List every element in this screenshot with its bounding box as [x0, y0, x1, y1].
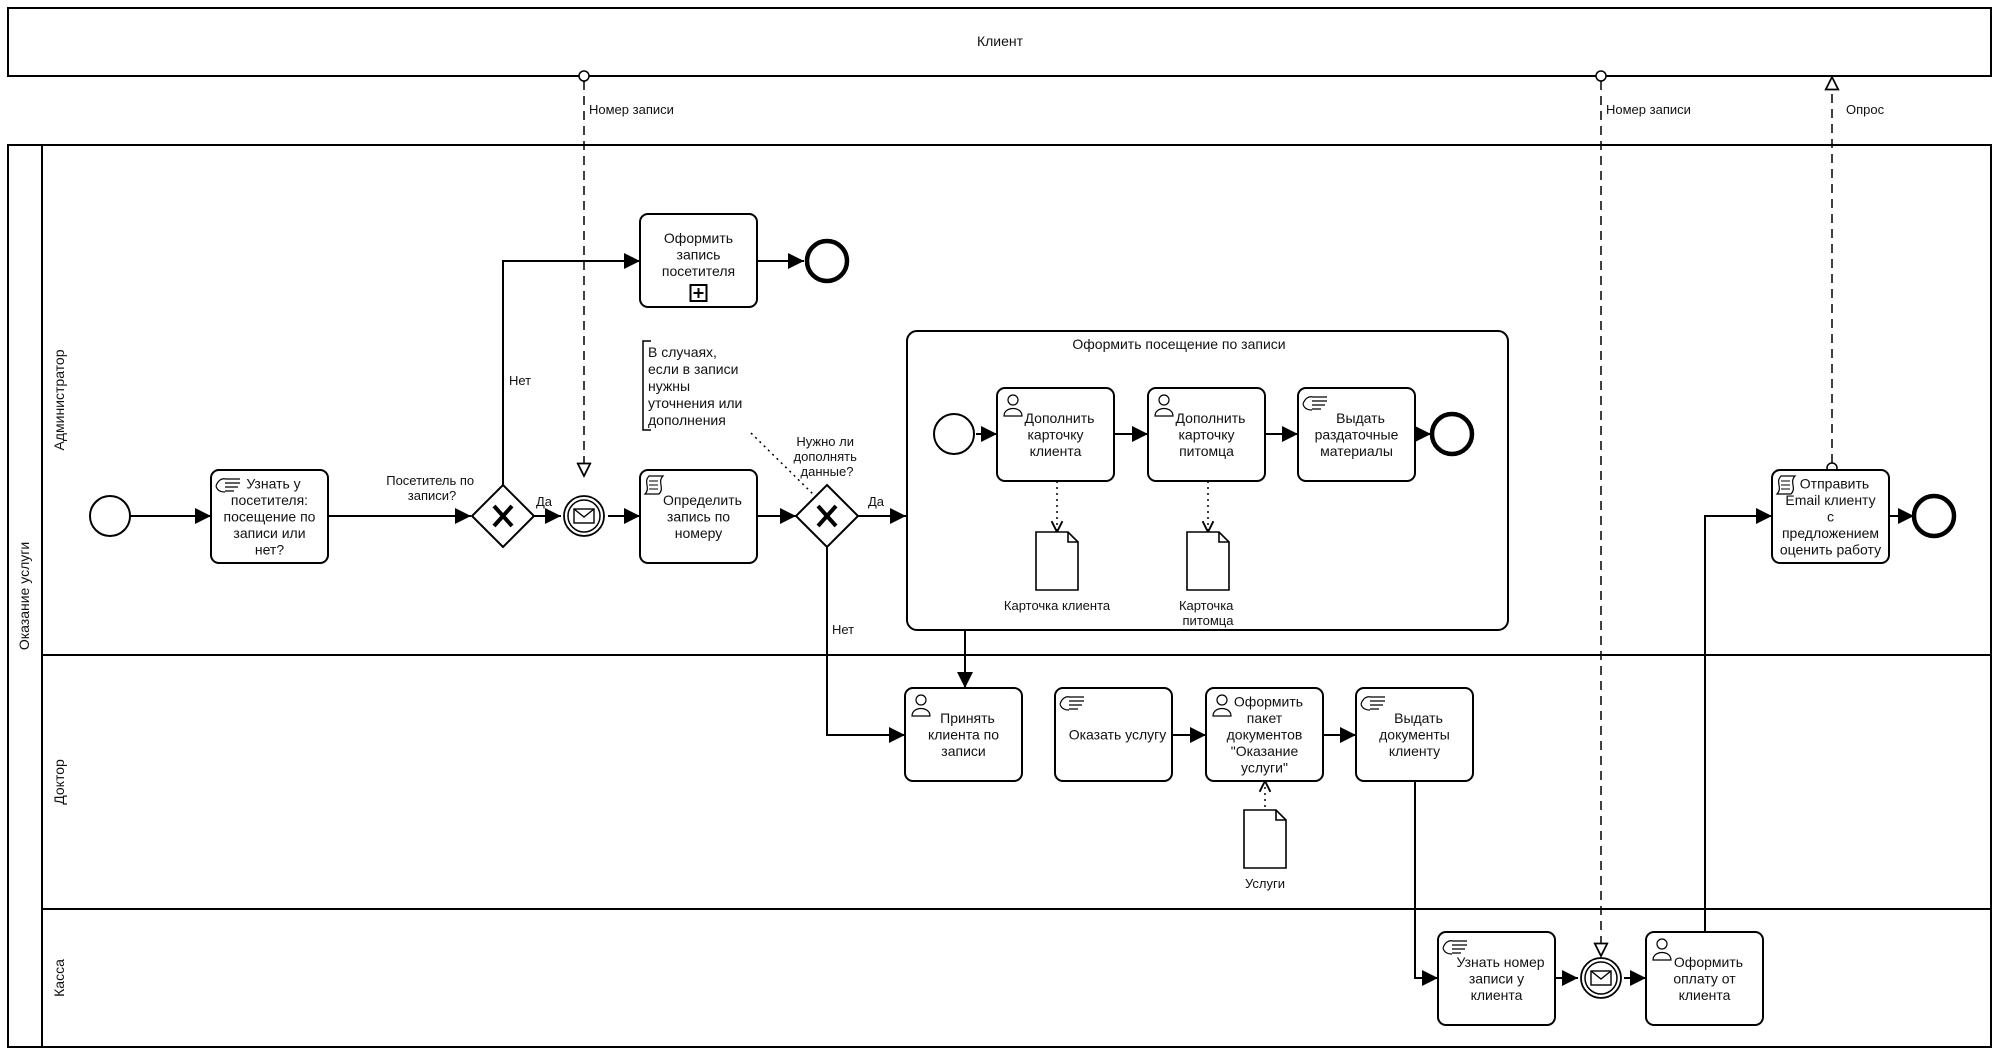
data-object-services[interactable]: Услуги	[1243, 809, 1287, 891]
exclusive-x-icon	[816, 504, 838, 528]
flow-label-yes-1: Да	[536, 494, 553, 509]
text-annotation[interactable]: В случаях, если в записи нужны уточнения…	[642, 340, 746, 431]
lane-cashier-label: Касса	[51, 959, 67, 997]
script-icon	[643, 475, 665, 495]
subprocess-plus-icon[interactable]	[689, 284, 708, 302]
exclusive-x-icon	[492, 504, 514, 528]
sequence-flows	[130, 253, 1914, 986]
envelope-icon	[573, 508, 595, 524]
end-event-register[interactable]	[804, 238, 850, 284]
data-object-pet-card[interactable]: Карточка питомца	[1179, 531, 1237, 628]
end-event-main[interactable]	[1911, 493, 1957, 539]
msg-label-survey: Опрос	[1846, 102, 1885, 117]
manual-hand-icon	[215, 478, 240, 493]
start-event-main[interactable]	[89, 495, 131, 537]
user-icon	[1003, 394, 1023, 417]
envelope-icon	[1590, 970, 1612, 986]
gateway-by-record[interactable]: Посетитель по записи?	[386, 473, 536, 549]
msg-label-record-1: Номер записи	[589, 102, 674, 117]
start-event-subprocess[interactable]	[933, 413, 975, 455]
manual-hand-icon	[1442, 940, 1467, 955]
lane-doctor-label: Доктор	[51, 759, 67, 805]
user-icon	[1212, 694, 1232, 717]
user-icon	[1652, 938, 1672, 961]
annotation-text: В случаях, если в записи нужны уточнения…	[648, 344, 746, 428]
lane-admin-label: Администратор	[51, 349, 67, 450]
pool-client[interactable]: Клиент	[7, 7, 1992, 77]
data-object-pet-card-label: Карточка питомца	[1179, 598, 1237, 628]
script-icon	[1775, 475, 1797, 495]
message-flows: Номер записи Номер записи Опрос	[579, 70, 1885, 956]
task-label: Оказать услугу	[1069, 727, 1167, 743]
message-catch-event-2[interactable]	[1580, 957, 1622, 999]
associations	[750, 432, 1265, 807]
flow-label-no-1: Нет	[509, 373, 531, 388]
manual-hand-icon	[1360, 696, 1385, 711]
gateway-need-data[interactable]: Нужно ли дополнять данные?	[794, 434, 861, 549]
flow-label-no-2: Нет	[832, 622, 854, 637]
data-object-client-card[interactable]: Карточка клиента	[1004, 531, 1111, 613]
pool-client-label: Клиент	[977, 33, 1024, 49]
manual-hand-icon	[1059, 696, 1084, 711]
gateway-need-data-question: Нужно ли дополнять данные?	[794, 434, 861, 479]
user-icon	[911, 694, 931, 717]
manual-hand-icon	[1302, 396, 1327, 411]
pool-service-label: Оказание услуги	[16, 542, 32, 650]
data-object-client-card-label: Карточка клиента	[1004, 598, 1111, 613]
subprocess-title: Оформить посещение по записи	[1072, 336, 1285, 352]
flow-label-yes-2: Да	[868, 494, 885, 509]
msg-label-record-2: Номер записи	[1606, 102, 1691, 117]
data-object-services-label: Услуги	[1245, 876, 1285, 891]
gateway-by-record-question: Посетитель по записи?	[386, 473, 478, 503]
end-event-subprocess[interactable]	[1429, 411, 1475, 457]
message-catch-event-1[interactable]	[563, 495, 605, 537]
events	[89, 238, 1957, 999]
task-provide-service[interactable]: Оказать услугу	[1054, 687, 1173, 782]
user-icon	[1154, 394, 1174, 417]
